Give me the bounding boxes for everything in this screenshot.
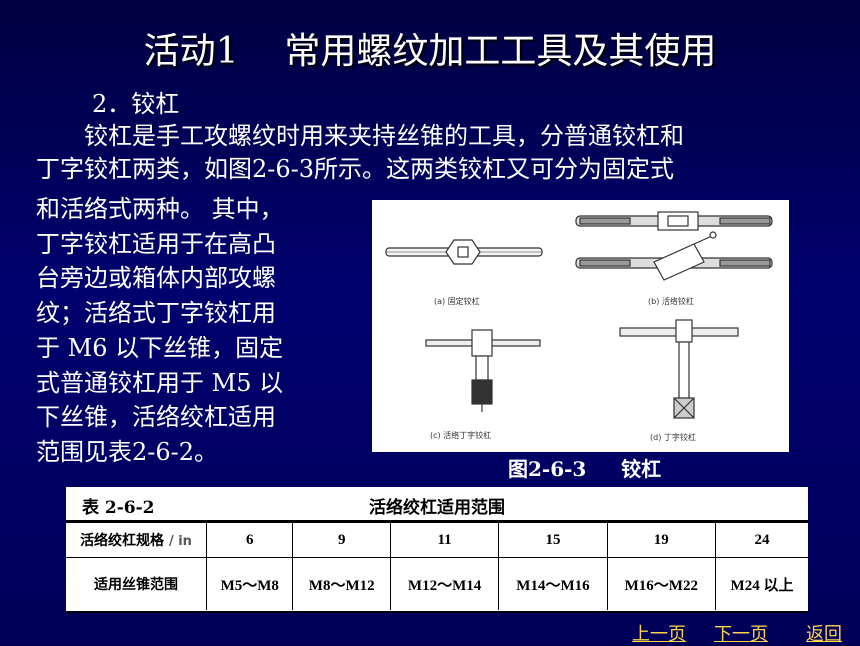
- left-text-column: 和活络式两种。 其中， 丁字铰杠适用于在高凸 台旁边或箱体内部攻螺 纹；活络式丁…: [36, 192, 336, 470]
- figure-caption: 图2-6-3 铰杠: [508, 457, 662, 481]
- slide-title: 活动1 常用螺纹加工工具及其使用: [143, 31, 717, 72]
- table-cell: M12～M14: [389, 557, 499, 610]
- table-row: 适用丝锥范围 M5～M8 M8～M12 M12～M14 M14～M16 M16～…: [66, 557, 808, 610]
- next-page-link[interactable]: 下一页: [714, 624, 768, 645]
- table-title: 活络绞杠适用范围: [369, 498, 505, 518]
- unit-label: / in: [168, 534, 192, 549]
- table-cell: 9: [292, 523, 391, 558]
- fixed-wrench-drawing: [385, 239, 543, 265]
- prev-page-link[interactable]: 上一页: [632, 624, 686, 645]
- paragraph-line: 丁字铰杠两类，如图2-6-3所示。这两类铰杠又可分为固定式: [36, 155, 675, 183]
- table-cell: M24 以上: [714, 557, 808, 610]
- adjustable-wrench-top-drawing: [575, 211, 773, 231]
- adjustable-t-wrench-drawing: [425, 329, 541, 412]
- table-title-row: 表 2-6-2 活络绞杠适用范围: [66, 487, 808, 519]
- spec-table: 活络绞杠规格 / in 6 9 11 15 19 24 适用丝锥范围 M5～M8…: [66, 523, 808, 610]
- t-wrench-drawing: [619, 319, 739, 419]
- section-heading: 2．铰杠: [92, 90, 180, 118]
- table-cell: 15: [498, 523, 608, 558]
- table-cell: 6: [205, 523, 293, 558]
- text-line: 和活络式两种。 其中，: [36, 195, 284, 223]
- tap-wrench-figure: (a) 固定铰杠 (b) 活络铰杠 (c) 活络丁字铰杠 (d) 丁字铰杠: [372, 200, 789, 452]
- table-cell: 11: [389, 523, 499, 558]
- table-cell: M14～M16: [498, 557, 608, 610]
- intro-paragraph: 铰杠是手工攻螺纹时用来夹持丝锥的工具，分普通铰杠和 丁字铰杠两类，如图2-6-3…: [36, 120, 804, 186]
- row-header-size: 活络绞杠规格 / in: [66, 523, 207, 558]
- text-line: 丁字铰杠适用于在高凸: [36, 229, 276, 258]
- row-header-range: 适用丝锥范围: [94, 577, 178, 593]
- figure-label-c: (c) 活络丁字铰杠: [430, 430, 491, 440]
- table-cell: 24: [714, 523, 808, 558]
- table-cell: 19: [606, 523, 716, 558]
- tap-wrench-illustration: (a) 固定铰杠 (b) 活络铰杠 (c) 活络丁字铰杠 (d) 丁字铰杠: [385, 211, 773, 442]
- figure-label-b: (b) 活络铰杠: [648, 296, 694, 306]
- table-cell: M16～M22: [606, 557, 716, 610]
- text-line: 纹；活络式丁字铰杠用: [36, 299, 276, 328]
- table-cell: M5～M8: [205, 557, 293, 610]
- table-number: 表 2-6-2: [82, 498, 155, 518]
- spec-table-panel: 表 2-6-2 活络绞杠适用范围 活络绞杠规格 / in 6 9 11 15 1…: [66, 487, 808, 613]
- figure-label-a: (a) 固定铰杠: [434, 296, 480, 306]
- back-link[interactable]: 返回: [806, 624, 842, 645]
- adjustable-wrench-bottom-drawing: [575, 231, 773, 281]
- table-bottom-rule: [66, 611, 808, 613]
- table-row: 活络绞杠规格 / in 6 9 11 15 19 24: [66, 523, 808, 558]
- text-line: 式普通铰杠用于 M5 以: [36, 368, 284, 397]
- table-top-rule: [66, 520, 808, 523]
- text-line: 台旁边或箱体内部攻螺: [36, 264, 276, 293]
- table-cell: M8～M12: [292, 557, 391, 610]
- figure-label-d: (d) 丁字铰杠: [650, 432, 696, 442]
- text-line: 范围见表2-6-2。: [36, 437, 219, 466]
- paragraph-line: 铰杠是手工攻螺纹时用来夹持丝锥的工具，分普通铰杠和: [84, 122, 684, 150]
- text-line: 下丝锥，活络绞杠适用: [36, 403, 276, 432]
- text-line: 于 M6 以下丝锥，固定: [36, 333, 284, 362]
